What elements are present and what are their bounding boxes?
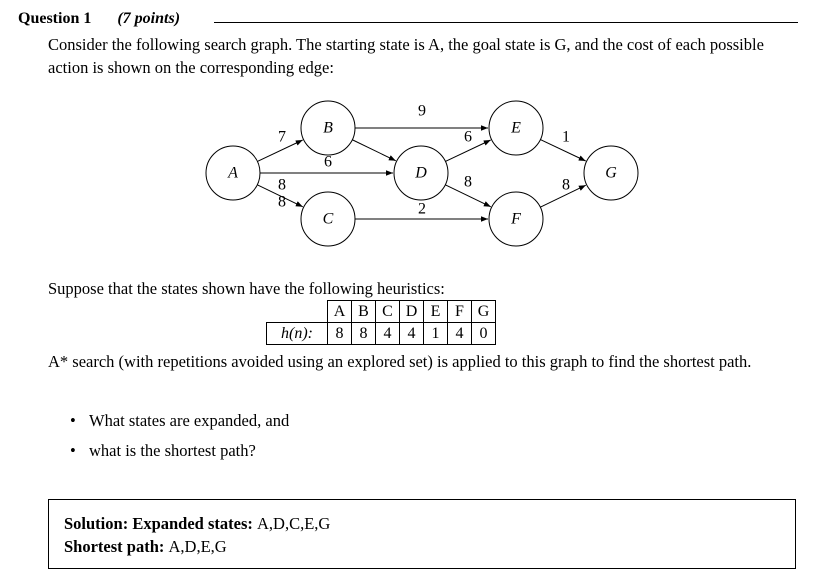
node-label: D: [414, 165, 427, 182]
state-header: A: [327, 300, 352, 323]
node-label: F: [510, 211, 521, 228]
node-e: [488, 100, 544, 156]
edge-cost-label: 8: [562, 177, 570, 194]
edge-cost-label: 8: [278, 194, 286, 211]
edge-cost-label: 2: [418, 201, 426, 218]
list-item: what is the shortest path?: [70, 441, 289, 471]
question-points: (7 points): [117, 10, 181, 27]
state-header: G: [471, 300, 496, 323]
edge-f-g: [540, 184, 587, 208]
state-header: E: [423, 300, 448, 323]
edge-cost-label: 6: [324, 154, 332, 171]
state-header: B: [351, 300, 376, 323]
heuristic-value: 8: [327, 322, 352, 345]
expanded-value: A,D,C,E,G: [257, 514, 331, 533]
node-a: [205, 145, 261, 201]
heuristic-value: 8: [351, 322, 376, 345]
heuristics-value-row: h(n): 8 8 4 4 1 4 0: [266, 322, 496, 345]
question-number: Question 1: [18, 10, 92, 27]
node-d: [393, 145, 449, 201]
node-label: G: [605, 165, 617, 182]
edge-cost-label: 9: [418, 103, 426, 120]
intro-paragraph: Consider the following search graph. The…: [48, 35, 764, 77]
edge-cost-label: 8: [278, 177, 286, 194]
state-header: F: [447, 300, 472, 323]
state-header: C: [375, 300, 400, 323]
heuristic-value: 4: [399, 322, 424, 345]
heuristic-value: 0: [471, 322, 496, 345]
state-header: D: [399, 300, 424, 323]
edge-d-e: [445, 139, 491, 162]
solution-line-path: Shortest path: A,D,E,G: [64, 535, 795, 558]
edge-e-g: [540, 139, 586, 162]
edge-cost-label: 7: [278, 129, 286, 146]
solution-box: Solution: Expanded states: A,D,C,E,G Sho…: [48, 499, 796, 569]
edge-d-f: [445, 184, 492, 208]
edge-cost-label: 8: [464, 174, 472, 191]
expanded-label: Expanded states:: [132, 514, 253, 533]
question-header: Question 1 (7 points): [18, 10, 180, 28]
edge-cost-label: 1: [562, 129, 570, 146]
header-rule: [214, 22, 798, 23]
edge-a-c: [257, 184, 304, 208]
heuristics-intro: Suppose that the states shown have the f…: [48, 279, 445, 298]
question-list: What states are expanded, and what is th…: [70, 411, 289, 471]
edge-a-b: [257, 139, 303, 162]
edge-cost-label: 6: [464, 129, 472, 146]
list-item: What states are expanded, and: [70, 411, 289, 441]
node-label: C: [323, 211, 334, 228]
solution-line-expanded: Solution: Expanded states: A,D,C,E,G: [64, 512, 795, 535]
node-f: [488, 191, 544, 247]
heuristic-value: 4: [447, 322, 472, 345]
edge-b-d: [352, 139, 397, 162]
heuristic-value: 4: [375, 322, 400, 345]
node-label: B: [323, 120, 333, 137]
heuristics-table: A B C D E F G h(n): 8 8 4 4 1 4 0: [266, 300, 496, 345]
path-value: A,D,E,G: [168, 537, 227, 556]
heuristics-header-row: A B C D E F G: [266, 300, 496, 323]
path-label: Shortest path:: [64, 537, 165, 556]
node-label: A: [227, 165, 238, 182]
table-corner: [266, 300, 328, 323]
node-c: [300, 191, 356, 247]
solution-label: Solution:: [64, 514, 129, 533]
node-g: [583, 145, 639, 201]
node-b: [300, 100, 356, 156]
heuristic-row-label: h(n):: [266, 322, 328, 345]
heuristic-value: 1: [423, 322, 448, 345]
astar-paragraph: A* search (with repetitions avoided usin…: [48, 352, 752, 371]
node-label: E: [510, 120, 521, 137]
